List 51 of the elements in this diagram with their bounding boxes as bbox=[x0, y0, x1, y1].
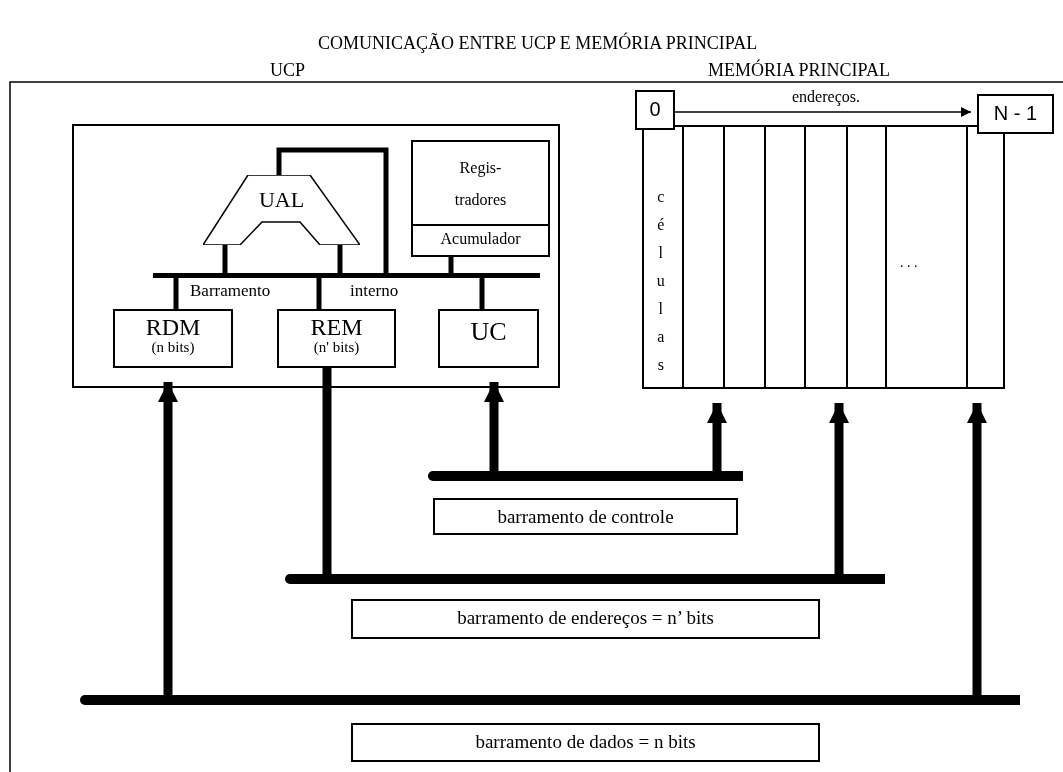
bus-bar bbox=[428, 471, 743, 481]
control-unit-box bbox=[438, 309, 539, 368]
bus-bar bbox=[285, 574, 885, 584]
node-label: (n' bits) bbox=[312, 339, 361, 356]
node-label: N - 1 bbox=[992, 102, 1039, 125]
arrow bbox=[158, 382, 178, 695]
bus-label-box bbox=[351, 723, 820, 762]
bus-label: Barramento bbox=[190, 281, 271, 301]
node-label: Acumulador bbox=[439, 230, 522, 248]
bus-line bbox=[173, 278, 179, 309]
address-box bbox=[977, 94, 1054, 134]
bus-label-box bbox=[351, 599, 820, 639]
node-label: UC bbox=[469, 317, 508, 347]
arrow bbox=[967, 403, 987, 695]
bus-bar bbox=[80, 695, 1020, 705]
memory-heading: MEMÓRIA PRINCIPAL bbox=[708, 60, 890, 81]
bus-label: interno bbox=[350, 281, 399, 301]
node-label: barramento de endereços = n’ bits bbox=[456, 607, 715, 629]
cpu-heading: UCP bbox=[270, 60, 305, 81]
node-label: 0 bbox=[648, 98, 662, 121]
register-box bbox=[277, 309, 396, 368]
ellipsis: . . . bbox=[900, 255, 918, 271]
bus-label-box bbox=[433, 498, 738, 535]
title: COMUNICAÇÃO ENTRE UCP E MEMÓRIA PRINCIPAL bbox=[318, 33, 758, 54]
bus-line bbox=[222, 245, 228, 273]
arrow bbox=[484, 382, 504, 471]
internal-bus-bar bbox=[153, 273, 540, 278]
node-label: barramento de controle bbox=[496, 506, 675, 528]
node-label: (n bits) bbox=[150, 339, 196, 356]
bus-line bbox=[276, 147, 389, 273]
bus-line bbox=[322, 368, 332, 574]
bus-line bbox=[337, 245, 343, 273]
arrow bbox=[674, 107, 972, 117]
cpu-box bbox=[72, 124, 560, 388]
alu-trapezoid bbox=[203, 175, 360, 245]
vertical-label: células bbox=[656, 187, 666, 375]
bus-line bbox=[316, 278, 322, 309]
register-box bbox=[411, 140, 550, 257]
accumulator-box bbox=[411, 224, 550, 257]
node-label: barramento de dados = n bits bbox=[474, 731, 697, 753]
address-box bbox=[635, 90, 675, 130]
memory-grid bbox=[642, 125, 1005, 389]
arrow bbox=[829, 403, 849, 574]
node-label: REM bbox=[309, 313, 364, 341]
arrow bbox=[707, 403, 727, 471]
register-box bbox=[113, 309, 233, 368]
node-label: RDM bbox=[144, 313, 202, 341]
node-label: Regis- tradores bbox=[453, 158, 508, 210]
bus-line bbox=[448, 257, 454, 273]
bus-line bbox=[479, 278, 485, 309]
node-label: UAL bbox=[257, 187, 306, 213]
